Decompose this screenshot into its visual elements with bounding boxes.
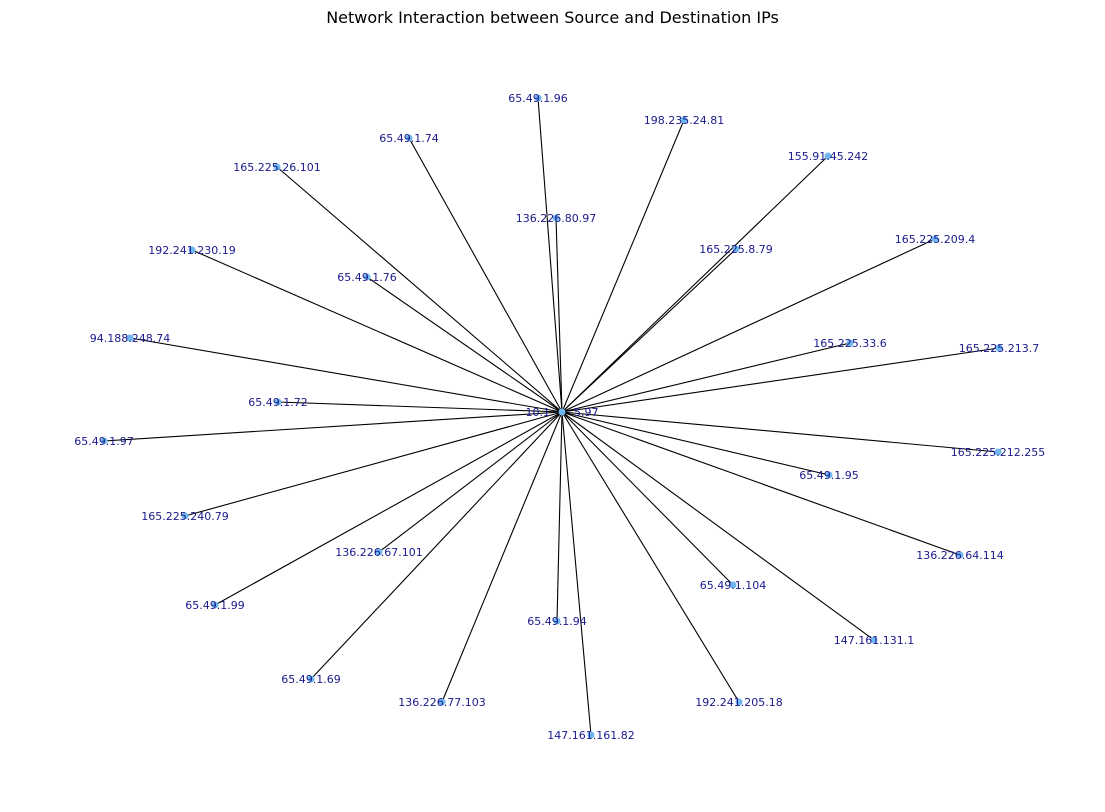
edge [561, 347, 1000, 413]
node [363, 273, 371, 281]
node-label: 65.49.1.94 [527, 615, 586, 628]
node-label: 136.226.64.114 [916, 549, 1003, 562]
edge [129, 337, 563, 413]
node-label: 65.49.1.95 [799, 469, 858, 482]
node [931, 235, 939, 243]
node-label: 65.49.1.96 [508, 92, 567, 105]
node-label: 65.49.1.97 [74, 435, 133, 448]
edge [561, 411, 961, 556]
node-label: 136.226.77.103 [398, 696, 485, 709]
node-label: 65.49.1.99 [185, 599, 244, 612]
edge [366, 276, 563, 413]
node [729, 581, 737, 589]
node-label: 165.225.26.101 [233, 161, 320, 174]
node-label: 165.225.213.7 [959, 342, 1039, 355]
edge [408, 137, 563, 413]
node [995, 344, 1003, 352]
node-label: 65.49.1.76 [337, 271, 396, 284]
node [680, 116, 688, 124]
node [273, 163, 281, 171]
edge [561, 155, 829, 413]
edge [561, 411, 740, 703]
center-node-label-prefix: 10.1 [526, 406, 551, 419]
edge [561, 119, 685, 413]
node [534, 94, 542, 102]
edge [555, 217, 563, 413]
node [100, 437, 108, 445]
node [405, 134, 413, 142]
edge [561, 411, 875, 641]
node-label: 65.49.1.104 [700, 579, 766, 592]
node-label: 65.49.1.69 [281, 673, 340, 686]
node-label: 192.241.205.18 [695, 696, 782, 709]
node [846, 339, 854, 347]
edge [277, 401, 563, 413]
node-label: 198.235.24.81 [644, 114, 724, 127]
node-label: 165.225.33.6 [813, 337, 886, 350]
node [375, 548, 383, 556]
node-label: 165.225.209.4 [895, 233, 975, 246]
edge [561, 411, 592, 736]
node-label: 94.188.248.74 [90, 332, 170, 345]
edge [191, 249, 563, 413]
node [188, 246, 196, 254]
node [307, 675, 315, 683]
node-label: 65.49.1.72 [248, 396, 307, 409]
node-label: 65.49.1.74 [379, 132, 438, 145]
edge [561, 411, 734, 586]
center-node-label-suffix: 5.97 [574, 406, 599, 419]
node [438, 698, 446, 706]
node-label: 165.225.212.255 [951, 446, 1045, 459]
node-label: 165.225.8.79 [699, 243, 772, 256]
nodes-layer [100, 94, 1003, 739]
edge [378, 411, 563, 553]
page-title: Network Interaction between Source and D… [326, 8, 779, 27]
node-label: 147.161.131.1 [834, 634, 914, 647]
node-label: 192.241.230.19 [148, 244, 235, 257]
node [825, 471, 833, 479]
edge [561, 248, 737, 413]
edge [276, 166, 563, 413]
edge [561, 342, 851, 413]
node-label: 165.225.240.79 [141, 510, 228, 523]
node [870, 636, 878, 644]
node-label: 136.226.80.97 [516, 212, 596, 225]
edge [310, 411, 563, 680]
edge [561, 411, 999, 453]
edge [103, 411, 563, 442]
labels-layer: 65.49.1.96 198.235.24.81 65.49.1.74 155.91.… [74, 92, 1045, 742]
node [824, 152, 832, 160]
edge [556, 411, 563, 622]
edge [561, 411, 830, 476]
node [994, 448, 1002, 456]
node [587, 731, 595, 739]
node [552, 214, 560, 222]
edge [441, 411, 563, 703]
node-label: 136.226.67.101 [335, 546, 422, 559]
node [274, 398, 282, 406]
node-label: 155.91.45.242 [788, 150, 868, 163]
edges-layer [103, 97, 1000, 736]
edge [184, 411, 563, 517]
node-center [558, 408, 566, 416]
node [181, 512, 189, 520]
node [735, 698, 743, 706]
node [126, 334, 134, 342]
node [732, 245, 740, 253]
node [553, 617, 561, 625]
node-label: 147.161.161.82 [547, 729, 634, 742]
edge [561, 238, 936, 413]
edge [214, 411, 563, 606]
node [211, 601, 219, 609]
edge [537, 97, 563, 413]
node [956, 551, 964, 559]
